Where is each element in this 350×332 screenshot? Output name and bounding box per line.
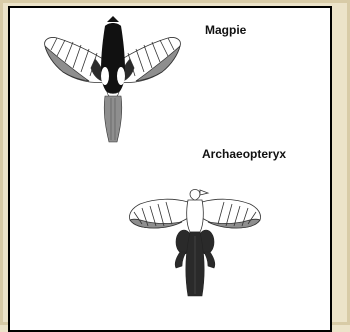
archaeopteryx-right-wing — [202, 199, 261, 228]
magpie-label: Magpie — [205, 23, 246, 37]
magpie-left-wing — [45, 37, 108, 82]
magpie-illustration — [35, 14, 185, 154]
magpie-body — [101, 16, 125, 98]
magpie-tail — [104, 96, 122, 142]
magpie-right-wing — [117, 37, 180, 82]
archaeopteryx-label: Archaeopteryx — [202, 147, 286, 161]
archaeopteryx-left-wing — [129, 199, 188, 228]
archaeopteryx-illustration — [120, 180, 270, 305]
archaeopteryx-tail — [186, 232, 204, 296]
figure: Magpie Archaeopteryx — [0, 0, 350, 325]
